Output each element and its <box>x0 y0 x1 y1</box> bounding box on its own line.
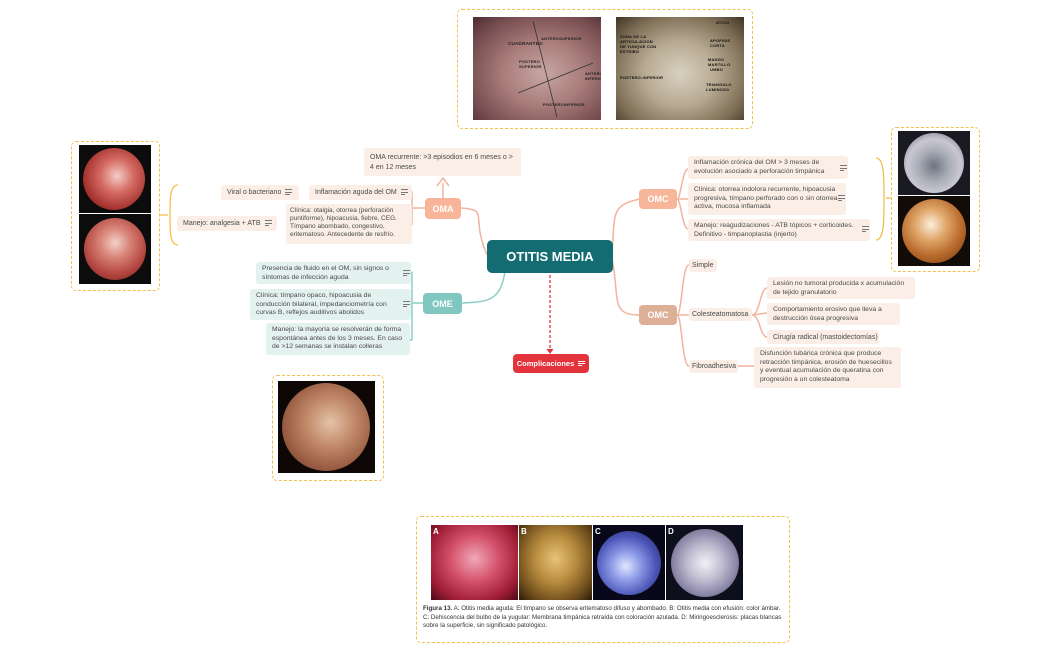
omc-simple-note[interactable]: Simple <box>689 259 717 272</box>
quadrant-lines <box>517 20 594 118</box>
panel-b-photo: B <box>519 525 592 600</box>
oma-clinical-text: Clínica: otalgia, otorrea (perforación p… <box>290 207 397 238</box>
notes-icon <box>578 359 586 367</box>
oma-photo-bottom <box>79 214 151 284</box>
top-left-label-1: ANTEROSUPERIOR <box>541 36 582 41</box>
figure-caption: Figura 13. A: Otitis media aguda: El tím… <box>423 605 783 631</box>
complications-label: Complicaciones <box>516 359 575 368</box>
top-left-label-2: POSTERO SUPERIOR <box>519 59 542 69</box>
notes-icon <box>403 300 410 308</box>
ome-management-text: Manejo: la mayoría se resolverán de form… <box>272 326 402 350</box>
omc-definition-note[interactable]: Inflamación crónica del OM > 3 meses de … <box>688 156 848 179</box>
omc-photo-bottom <box>898 196 970 266</box>
panel-a-label: A <box>433 527 439 536</box>
omc-management-text: Manejo: reagudizaciones - ATB tópicos + … <box>694 222 854 238</box>
ome-node[interactable]: OME <box>423 293 462 314</box>
oma-node[interactable]: OMA <box>425 198 461 219</box>
oma-recurrent-note[interactable]: OMA recurrente: >3 episodios en 6 meses … <box>364 148 521 176</box>
ome-clinical-note[interactable]: Clínica: tímpano opaco, hipoacusia de co… <box>250 289 411 320</box>
eardrum-quadrants-photo: CUADRANTES: ANTEROSUPERIOR POSTERO SUPER… <box>473 17 601 120</box>
chol-behavior-note[interactable]: Comportamiento erosivo que lleva a destr… <box>767 303 900 325</box>
chol-lesion-note[interactable]: Lesión no tumoral producida x acumulació… <box>767 277 915 299</box>
ome-fluid-text: Presencia de fluido en el OM, sin signos… <box>262 265 389 281</box>
omc-management-note[interactable]: Manejo: reagudizaciones - ATB tópicos + … <box>688 219 870 241</box>
ome-management-note[interactable]: Manejo: la mayoría se resolverán de form… <box>266 323 410 355</box>
omc-lower-label: OMC <box>647 310 669 320</box>
notes-icon <box>840 164 847 172</box>
oma-eardrum-bottom <box>84 218 146 280</box>
omc-fibro-text: Fibroadhesiva <box>692 363 736 370</box>
oma-photo-top <box>79 145 151 213</box>
panel-c-photo: C <box>593 525 665 600</box>
panel-d-label: D <box>668 527 674 536</box>
notes-icon <box>862 225 869 233</box>
top-right-label-6: TRIANGULO LUMINOSO <box>706 82 732 92</box>
eardrum-landmarks-photo: ATICO ZONA DE LA ARTICULACION DE YUNQUE … <box>616 17 744 120</box>
omc-photo-top <box>898 131 970 195</box>
ome-fluid-note[interactable]: Presencia de fluido en el OM, sin signos… <box>256 262 411 284</box>
omc-eardrum-top <box>904 133 964 193</box>
ome-label: OME <box>432 298 453 309</box>
fibro-desc-text: Disfunción tubárica crónica que produce … <box>760 350 892 383</box>
ome-eardrum <box>282 383 370 471</box>
top-right-label-0: ATICO <box>716 20 730 25</box>
notes-icon <box>400 188 408 196</box>
oma-label: OMA <box>432 203 454 214</box>
top-left-label-4: POSTEROINFERIOR <box>543 102 585 107</box>
omc-eardrum-bottom <box>902 199 966 263</box>
omc-definition-text: Inflamación crónica del OM > 3 meses de … <box>694 159 825 175</box>
ome-clinical-text: Clínica: tímpano opaco, hipoacusia de co… <box>256 292 387 316</box>
panel-c-label: C <box>595 527 601 536</box>
top-left-label-3: ANTERO INFERIOR <box>585 71 601 81</box>
oma-viral-text: Viral o bacteriano <box>227 189 282 196</box>
panel-d-eardrum <box>671 529 739 597</box>
panel-d-photo: D <box>666 525 743 600</box>
fibro-desc-note[interactable]: Disfunción tubárica crónica que produce … <box>754 347 901 388</box>
panel-c-eardrum <box>597 531 661 595</box>
notes-icon <box>285 188 293 196</box>
oma-eardrum-top <box>83 148 145 210</box>
oma-viral-note[interactable]: Viral o bacteriano <box>221 185 299 200</box>
chol-lesion-text: Lesión no tumoral producida x acumulació… <box>773 280 905 296</box>
oma-management-note[interactable]: Manejo: analgesia + ATB <box>177 216 277 231</box>
top-right-label-4: UMBO <box>710 67 724 72</box>
notes-icon <box>264 219 272 227</box>
central-topic-label: OTITIS MEDIA <box>506 249 594 264</box>
central-topic[interactable]: OTITIS MEDIA <box>487 240 613 273</box>
omc-cholesteatoma-note[interactable]: Colesteatomatosa <box>689 308 752 321</box>
chol-surgery-note[interactable]: Cirugía radical (mastoidectomías) <box>767 330 879 344</box>
top-right-label-5: POSTERO-INFERIOR <box>620 75 664 80</box>
figure-caption-title: Figura 13. <box>423 605 453 612</box>
omc-simple-text: Simple <box>692 262 714 269</box>
omc-clinical-note[interactable]: Clínica: otorrea indolora recurrente, hi… <box>688 183 846 215</box>
omc-cholesteatoma-text: Colesteatomatosa <box>692 311 749 318</box>
omc-clinical-text: Clínica: otorrea indolora recurrente, hi… <box>694 186 838 210</box>
oma-clinical-note[interactable]: Clínica: otalgia, otorrea (perforación p… <box>286 204 412 244</box>
omc-fibro-note[interactable]: Fibroadhesiva <box>689 360 738 373</box>
chol-behavior-text: Comportamiento erosivo que lleva a destr… <box>773 306 882 322</box>
omc-upper-node[interactable]: OMC <box>639 189 677 209</box>
omc-upper-label: OMC <box>647 194 669 204</box>
chol-surgery-text: Cirugía radical (mastoidectomías) <box>773 334 878 341</box>
oma-management-text: Manejo: analgesia + ATB <box>183 220 261 227</box>
figure-caption-text: A: Otitis media aguda: El tímpano se obs… <box>423 605 782 630</box>
oma-inflammation-text: Inflamación aguda del OM <box>315 189 397 196</box>
panel-b-label: B <box>521 527 527 536</box>
panel-a-photo: A <box>431 525 518 600</box>
top-right-label-2: APOFISIS CORTA <box>710 38 731 48</box>
ome-photo <box>278 381 375 473</box>
notes-icon <box>838 194 845 202</box>
notes-icon <box>403 269 410 277</box>
oma-inflammation-note[interactable]: Inflamación aguda del OM <box>309 185 412 200</box>
top-right-label-3: MANGO MARTILLO <box>708 57 731 67</box>
top-left-label-0: CUADRANTES: <box>508 41 544 46</box>
oma-recurrent-text: OMA recurrente: >3 episodios en 6 meses … <box>370 154 513 171</box>
omc-lower-node[interactable]: OMC <box>639 305 677 325</box>
complications-node[interactable]: Complicaciones <box>513 354 589 373</box>
top-right-label-1: ZONA DE LA ARTICULACION DE YUNQUE CON ES… <box>620 34 657 54</box>
